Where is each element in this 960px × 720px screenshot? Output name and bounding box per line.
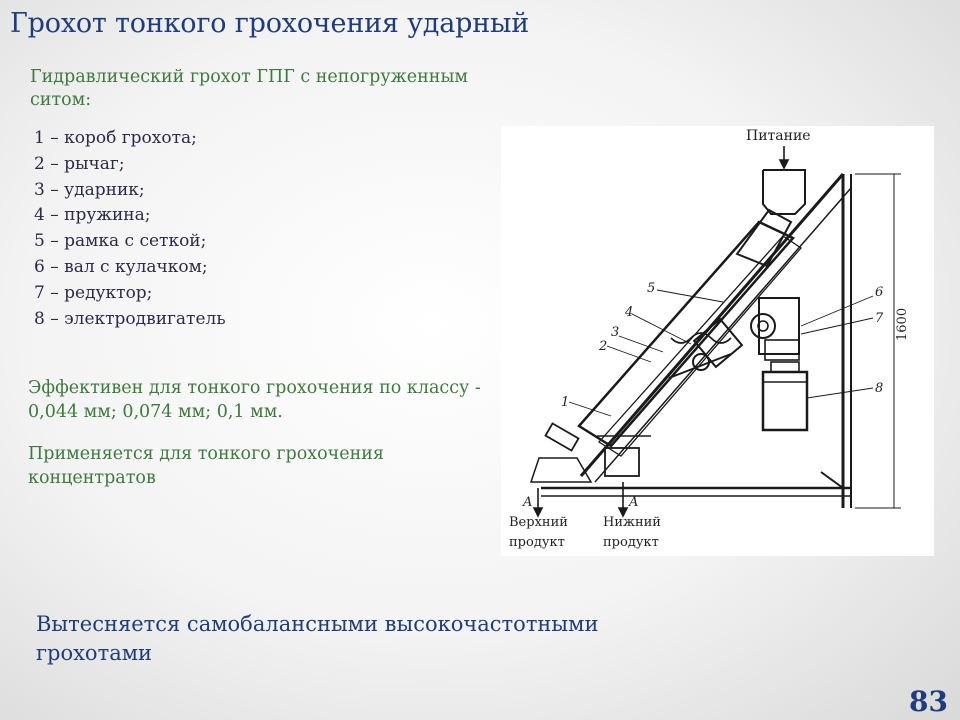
legend-item: 4 – пружина; <box>34 205 151 226</box>
lower-product-label-line2: продукт <box>603 535 659 550</box>
page-number: 83 <box>909 685 948 718</box>
screen-diagram: Питание 1600 1 2 3 4 5 6 7 8 A A Верхний… <box>501 126 934 556</box>
efficiency-note: Эффективен для тонкого грохочения по кла… <box>28 378 481 422</box>
parts-legend: 1 – короб грохота; 2 – рычаг; 3 – ударни… <box>34 126 226 332</box>
section-mark-right: A <box>628 495 638 510</box>
feed-label: Питание <box>746 128 811 144</box>
legend-item: 8 – электродвигатель <box>34 308 226 329</box>
legend-item: 1 – короб грохота; <box>34 128 197 148</box>
part-label-6: 6 <box>875 285 883 300</box>
legend-item: 5 – рамка с сеткой; <box>34 231 207 252</box>
application-note: Применяется для тонкого грохочения конце… <box>28 444 384 488</box>
bottom-note: Вытесняется самобалансными высокочастотн… <box>36 612 599 665</box>
part-label-1: 1 <box>561 395 569 410</box>
upper-product-label-line2: продукт <box>509 535 565 550</box>
part-label-2: 2 <box>598 339 607 354</box>
legend-item: 6 – вал с кулачком; <box>34 256 208 277</box>
part-label-4: 4 <box>624 305 633 320</box>
part-label-8: 8 <box>875 381 883 396</box>
part-label-7: 7 <box>875 311 884 326</box>
dimension-label: 1600 <box>895 308 910 341</box>
screen-drawing: Питание 1600 1 2 3 4 5 6 7 8 A A Верхний… <box>509 128 910 550</box>
upper-product-label-line1: Верхний <box>509 515 568 530</box>
part-label-3: 3 <box>611 325 619 340</box>
legend-item: 2 – рычаг; <box>34 153 125 174</box>
lower-product-label-line1: Нижний <box>603 515 661 530</box>
part-label-5: 5 <box>647 281 655 296</box>
section-mark-left: A <box>522 495 532 510</box>
slide-title: Грохот тонкого грохочения ударный <box>10 8 530 39</box>
legend-item: 7 – редуктор; <box>34 282 153 303</box>
subtitle: Гидравлический грохот ГПГ с непогруженны… <box>30 67 468 110</box>
legend-item: 3 – ударник; <box>34 179 145 200</box>
